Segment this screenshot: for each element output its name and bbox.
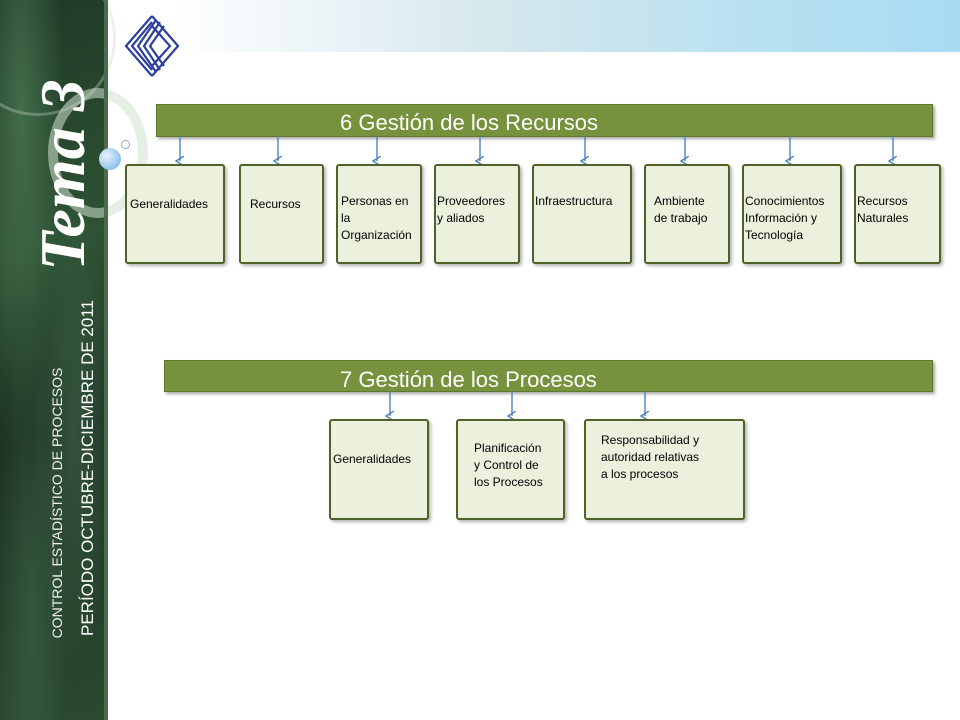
resource-box-infraestructura <box>532 164 632 264</box>
process-label-responsabilidad: Responsabilidad y autoridad relativas a … <box>601 433 700 481</box>
resource-label-recursos: Recursos <box>250 197 301 211</box>
period-label: PERÍODO OCTUBRE-DICIEMBRE DE 2011 <box>78 300 97 636</box>
resource-box-personas <box>336 164 422 264</box>
resource-box-ambiente <box>644 164 730 264</box>
decorative-small-bubble <box>121 140 130 149</box>
resources-banner <box>156 104 933 137</box>
processes-banner <box>164 360 933 392</box>
decorative-ring <box>48 88 148 218</box>
resource-box-conocimientos <box>742 164 842 264</box>
institution-logo <box>124 15 180 77</box>
decorative-bubble <box>99 148 121 170</box>
process-box-planificacion <box>456 419 565 520</box>
resource-box-recursos <box>239 164 324 264</box>
header-gradient-band <box>170 0 960 52</box>
processes-title: 7 Gestión de los Procesos <box>340 367 597 392</box>
resource-label-personas: Personas en la Organización <box>341 194 412 242</box>
resource-label-naturales: Recursos Naturales <box>857 194 909 225</box>
resource-box-naturales <box>854 164 941 264</box>
resources-title: 6 Gestión de los Recursos <box>340 110 599 135</box>
resource-label-infraestructura: Infraestructura <box>535 194 613 208</box>
resource-label-proveedores: Proveedores y aliados <box>437 194 506 225</box>
sidebar-edge <box>104 0 108 720</box>
process-box-generalidades <box>329 419 429 520</box>
process-box-responsabilidad <box>584 419 745 520</box>
resource-label-ambiente: Ambiente de trabajo <box>654 194 708 225</box>
process-label-generalidades: Generalidades <box>333 452 412 466</box>
resource-label-conocimientos: Conocimientos Información y Tecnología <box>745 194 825 242</box>
resource-label-generalidades: Generalidades <box>130 197 209 211</box>
topic-title: Tema 3 <box>27 79 98 271</box>
resource-box-generalidades <box>125 164 225 264</box>
course-label: CONTROL ESTADÍSTICO DE PROCESOS <box>49 367 65 639</box>
resource-box-proveedores <box>434 164 520 264</box>
process-label-planificacion: Planificación y Control de los Procesos <box>474 441 543 489</box>
